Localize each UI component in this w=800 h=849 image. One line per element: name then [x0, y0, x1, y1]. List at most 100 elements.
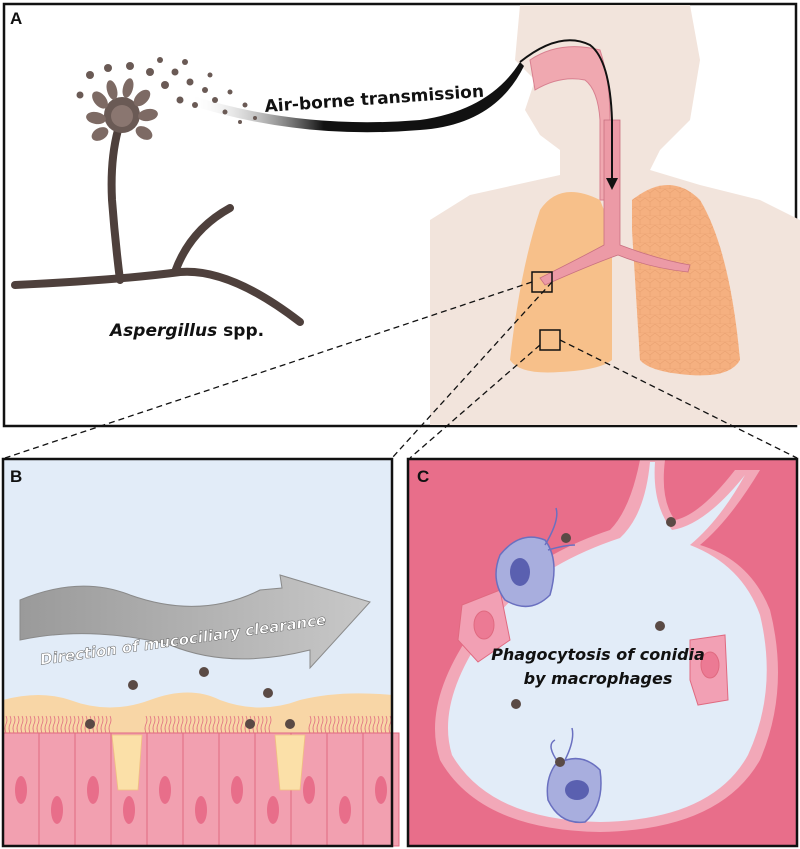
cilium	[328, 715, 332, 734]
cilium	[152, 715, 156, 734]
cilium	[68, 715, 72, 734]
cilium	[96, 715, 100, 734]
cilium	[72, 715, 76, 734]
cilium	[336, 715, 340, 734]
cilium	[332, 715, 336, 734]
cilium	[104, 715, 108, 734]
cell-nucleus	[87, 776, 99, 804]
cilia	[4, 715, 392, 734]
cilium	[352, 715, 356, 734]
cilium	[20, 715, 24, 734]
cilium	[176, 715, 180, 734]
cilium	[36, 715, 40, 734]
cilium	[212, 715, 216, 734]
cilium	[348, 715, 352, 734]
panel-a-label: A	[10, 9, 22, 28]
panel-b: Direction of mucociliary clearance B	[1, 457, 400, 848]
cilium	[372, 715, 376, 734]
macrophages	[495, 507, 602, 824]
cilium	[220, 715, 224, 734]
cilium	[228, 715, 232, 734]
epithelial-cells	[2, 732, 400, 847]
cilium	[308, 715, 312, 734]
panel-b-label: B	[10, 467, 22, 486]
cilium	[192, 715, 196, 734]
cell-nucleus	[303, 776, 315, 804]
cilium	[100, 715, 104, 734]
cilium	[384, 715, 388, 734]
cilium	[364, 715, 368, 734]
conidia	[511, 517, 676, 767]
organism-label: Aspergillus spp.	[108, 321, 264, 341]
cilium	[180, 715, 184, 734]
goblet-cells	[111, 734, 306, 791]
cilium	[156, 715, 160, 734]
conidiophore	[86, 78, 158, 141]
cilium	[232, 715, 236, 734]
zoom-lines	[4, 281, 798, 459]
panel-c: Phagocytosis of conidia by macrophages C	[406, 457, 799, 848]
cilium	[40, 715, 44, 734]
phagocytosis-caption-line2: by macrophages	[524, 669, 673, 688]
cilium	[260, 715, 264, 734]
left-lung	[510, 192, 612, 373]
cilium	[376, 715, 380, 734]
cilium	[4, 715, 8, 734]
cilium	[24, 715, 28, 734]
cilium	[360, 715, 364, 734]
cilium	[344, 715, 348, 734]
cell-nucleus	[159, 776, 171, 804]
cilium	[184, 715, 188, 734]
cilium	[144, 715, 148, 734]
aspergillus-illustration	[11, 126, 304, 326]
cilium	[240, 715, 244, 734]
cilium	[28, 715, 32, 734]
cell-nucleus	[267, 796, 279, 824]
cell-nucleus	[51, 796, 63, 824]
cell-nucleus	[339, 796, 351, 824]
alveolus-lumen	[447, 462, 767, 822]
cilium	[340, 715, 344, 734]
cilium	[216, 715, 220, 734]
panel-a: Air-borne transmission	[2, 2, 800, 428]
phagocytosis-caption-line1: Phagocytosis of conidia	[491, 645, 705, 664]
airflow-path	[519, 39, 613, 180]
cilium	[164, 715, 168, 734]
cilium	[264, 715, 268, 734]
cell-nucleus	[375, 776, 387, 804]
airborne-conidia	[76, 57, 257, 124]
cilium	[60, 715, 64, 734]
cilium	[64, 715, 68, 734]
cilium	[76, 715, 80, 734]
cilium	[48, 715, 52, 734]
cell-nucleus	[195, 796, 207, 824]
cilium	[188, 715, 192, 734]
cilium	[268, 715, 272, 734]
cilium	[148, 715, 152, 734]
cilium	[324, 715, 328, 734]
cilium	[80, 715, 84, 734]
epithelial-cell	[38, 732, 76, 847]
cilium	[52, 715, 56, 734]
panel-c-label: C	[417, 467, 429, 486]
cilium	[44, 715, 48, 734]
cilium	[196, 715, 200, 734]
cilium	[12, 715, 16, 734]
cell-nucleus	[231, 776, 243, 804]
cilium	[236, 715, 240, 734]
cilium	[256, 715, 260, 734]
cilium	[108, 715, 112, 734]
cilium	[312, 715, 316, 734]
cilium	[208, 715, 212, 734]
cilium	[356, 715, 360, 734]
cell-nucleus	[123, 796, 135, 824]
pneumocytes	[457, 589, 729, 706]
cilium	[204, 715, 208, 734]
cilium	[16, 715, 20, 734]
cilium	[172, 715, 176, 734]
cilium	[160, 715, 164, 734]
cilium	[56, 715, 60, 734]
cilium	[224, 715, 228, 734]
clearance-arrow	[19, 574, 371, 670]
